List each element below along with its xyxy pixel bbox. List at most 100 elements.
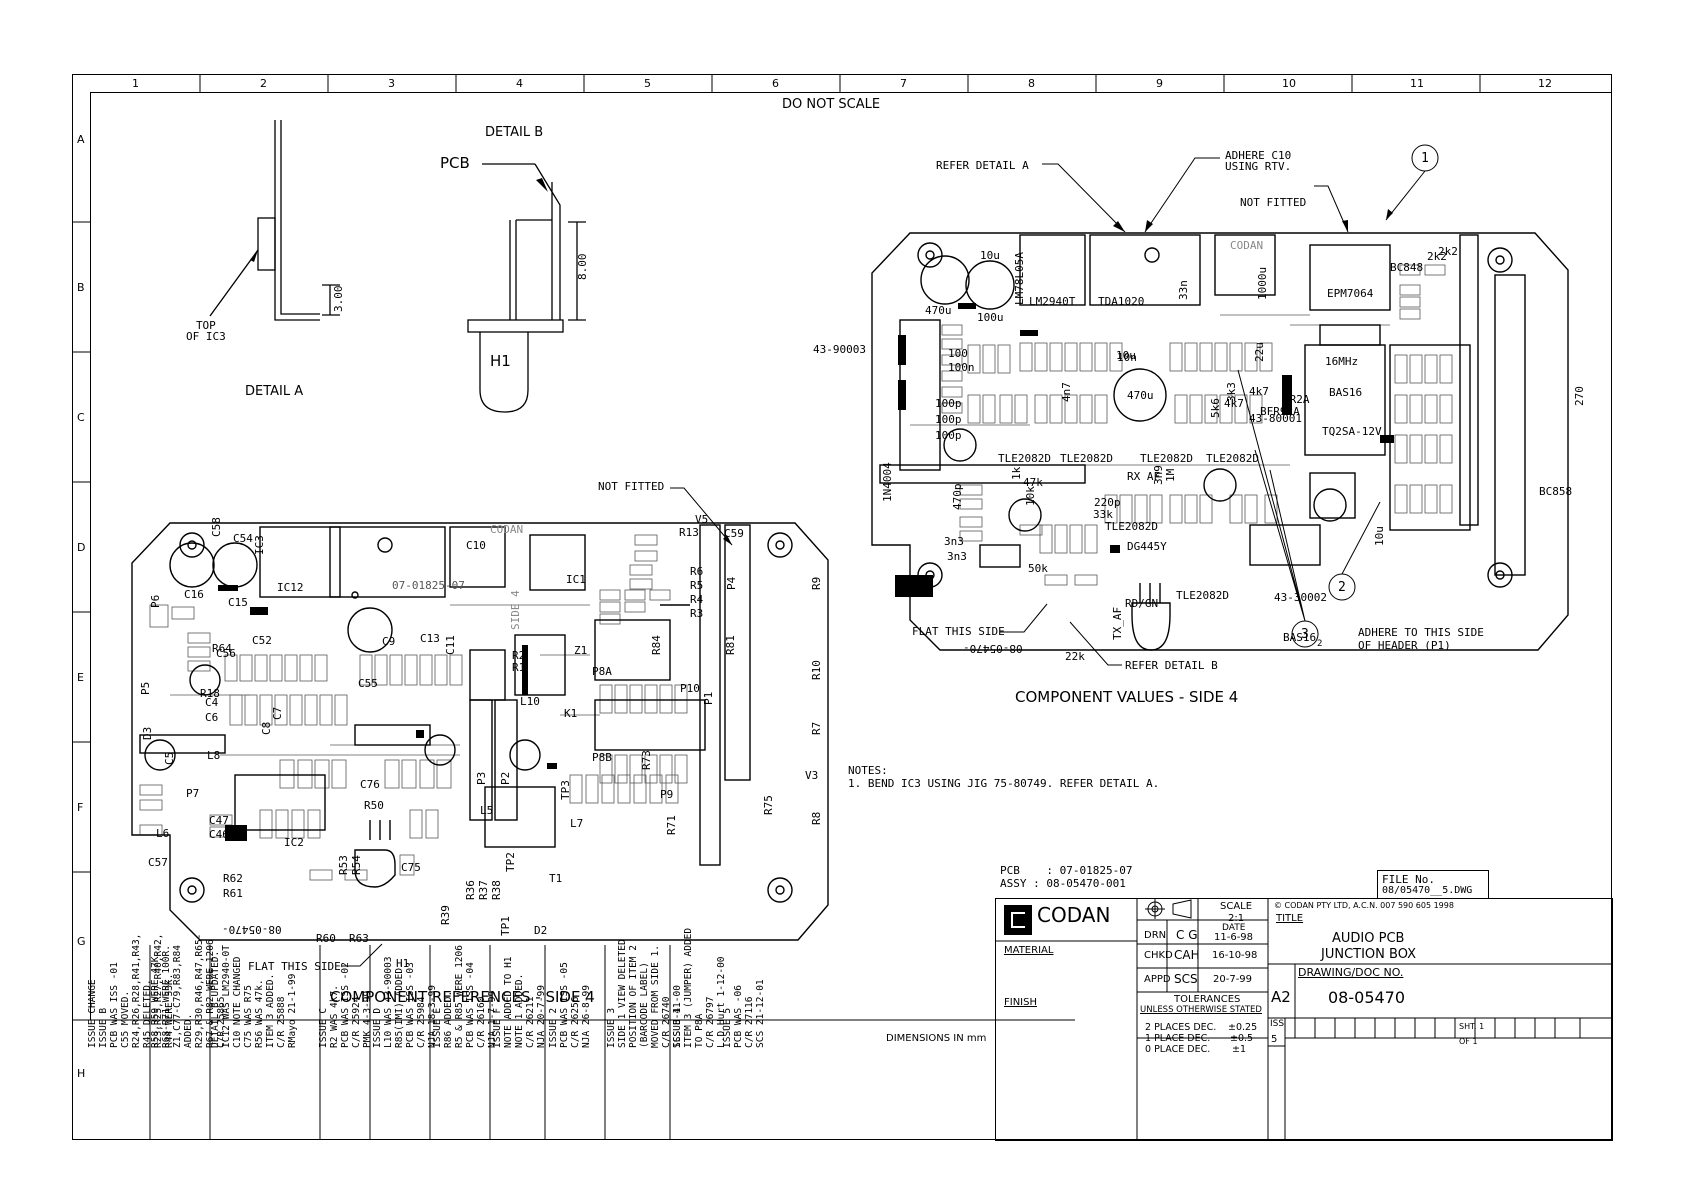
ref-label: R81 (724, 635, 737, 655)
ref-label: C8 (260, 721, 273, 735)
tolerances-unless: UNLESS OTHERWISE STATED (1140, 1005, 1262, 1015)
zone-col-4: 4 (516, 77, 523, 90)
callout-3: 3 (1301, 627, 1309, 642)
issue-history-entry: ISSUE 4 ITEM 3 (JUMPER) ADDED TO P8A C/R… (672, 927, 727, 1048)
side4-values-caption: COMPONENT VALUES - SIDE 4 (1015, 688, 1239, 706)
value-label: TLE2082D (1176, 589, 1229, 602)
ref-label: P1 (702, 691, 715, 705)
title-line-1: AUDIO PCB (1332, 931, 1405, 946)
value-label: 43-30002 (1274, 591, 1327, 604)
ref-label: C13 (420, 632, 440, 645)
ref-label: R13 (679, 526, 699, 539)
refer-detail-b: REFER DETAIL B (1125, 659, 1218, 672)
ref-label: P4 (725, 576, 738, 590)
notes-heading: NOTES: (848, 764, 888, 777)
ref-label: P3 (475, 771, 488, 785)
side4-refs-board-id: 07-01825-07 (392, 579, 465, 592)
ref-label: C5 (163, 751, 176, 765)
sheet-size: A2 (1271, 988, 1291, 1006)
issue-history-entry: ISSUE 2 PCB WAS ISS -05 C/R 26256 NJA 26… (548, 962, 592, 1048)
tol-row-3-label: 0 PLACE DEC. (1145, 1044, 1211, 1055)
refer-detail-a: REFER DETAIL A (936, 159, 1029, 172)
zone-row-e: E (77, 671, 84, 684)
value-label: EPM7064 (1327, 287, 1374, 300)
ref-label: R73 (640, 750, 653, 770)
ref-label: R38 (490, 880, 503, 900)
ref-label: C56 (216, 647, 236, 660)
value-label: 3n3 (944, 535, 964, 548)
value-label: 10u (980, 249, 1000, 262)
codan-logo-text: CODAN (1037, 903, 1111, 927)
date-label: DATE (1222, 923, 1246, 933)
drn-initials: C G (1176, 928, 1198, 942)
value-label: 100 (948, 347, 968, 360)
ref-label: C55 (358, 677, 378, 690)
detail-b-part: H1 (490, 352, 511, 370)
issue-history-entry: ISSUE E R86 ADDED. R5 & R85 WERE 1206 PC… (432, 945, 498, 1048)
ref-label: R3 (690, 607, 704, 620)
side4-refs-side-mark: SIDE 4 (509, 590, 522, 630)
ref-label: R37 (477, 880, 490, 900)
ref-label: C10 (466, 539, 486, 552)
side4-refs-not-fitted: NOT FITTED (598, 480, 665, 493)
ref-label: R1 (512, 661, 526, 674)
ref-label: H1 (396, 957, 410, 970)
adhere-header-note: ADHERE TO THIS SIDE OF HEADER (P1) (1358, 626, 1484, 652)
ref-label: TP3 (559, 780, 572, 800)
ref-label: V3 (805, 769, 819, 782)
codan-logo-mark (1004, 905, 1032, 935)
ref-label: P6 (149, 594, 162, 608)
ref-label: R54 (350, 855, 363, 875)
value-label: BAS16 (1329, 386, 1363, 399)
of-label: OF 1 (1459, 1037, 1478, 1046)
detail-a-top-label: TOP OF IC3 (186, 319, 226, 343)
value-callouts (1000, 144, 1439, 666)
ref-label: R64 (212, 642, 232, 655)
ref-label: IC2 (284, 836, 304, 849)
ref-label: C52 (252, 634, 272, 647)
ref-label: R60 (316, 932, 336, 945)
value-label: TQ2SA-12V (1322, 425, 1382, 438)
side4-refs-part-no: 08-05470- (222, 923, 282, 936)
side4-values-codan-mark: CODAN (1230, 239, 1264, 252)
issue-history-entry: ISSUE F NOTE ADDED TO H1 NOTE 1 ADDED. C… (492, 956, 547, 1048)
appd-date: 20-7-99 (1213, 974, 1253, 985)
ref-label: C75 (401, 861, 421, 874)
ref-label: L8 (207, 749, 221, 762)
zone-col-9: 9 (1156, 77, 1163, 90)
ref-label: K1 (564, 707, 578, 720)
appd-label: APPD (1144, 974, 1171, 985)
ref-label: C15 (228, 596, 248, 609)
zone-col-5: 5 (644, 77, 651, 90)
callout-1: 1 (1421, 151, 1429, 166)
tol-row-3-value: ±1 (1232, 1044, 1247, 1055)
material-label: MATERIAL (1004, 945, 1054, 956)
value-label: RD/GN (1125, 597, 1159, 610)
ref-label: R84 (650, 635, 663, 655)
ref-label: R75 (762, 795, 775, 815)
value-label: 4k7 (1224, 397, 1244, 410)
ref-label: R71 (665, 815, 678, 835)
values-flat-side: FLAT THIS SIDE (912, 625, 1005, 638)
ref-label: R62 (223, 872, 243, 885)
ref-label: D3 (141, 726, 154, 740)
value-label: 10n (1117, 351, 1137, 364)
side4-references-board (131, 522, 829, 941)
value-label: 470u (1127, 389, 1154, 402)
ref-label: C11 (444, 635, 457, 655)
value-label: BC848 (1390, 261, 1424, 274)
drawing-label: DRAWING/DOC NO. (1298, 966, 1404, 979)
ref-label: V5 (695, 513, 709, 526)
zone-col-10: 10 (1282, 77, 1296, 90)
ref-label: L7 (570, 817, 584, 830)
ref-label: C6 (205, 711, 219, 724)
value-label: TLE2082D (1060, 452, 1113, 465)
value-label: 3n3 (947, 550, 967, 563)
ref-label: R4 (690, 593, 704, 606)
callout-3-sub: 2 (1317, 639, 1323, 649)
values-not-fitted: NOT FITTED (1240, 196, 1307, 209)
value-label: BAS16 (1283, 631, 1317, 644)
zone-col-7: 7 (900, 77, 907, 90)
zone-col-11: 11 (1410, 77, 1424, 90)
issue-history-grid (149, 945, 671, 1140)
